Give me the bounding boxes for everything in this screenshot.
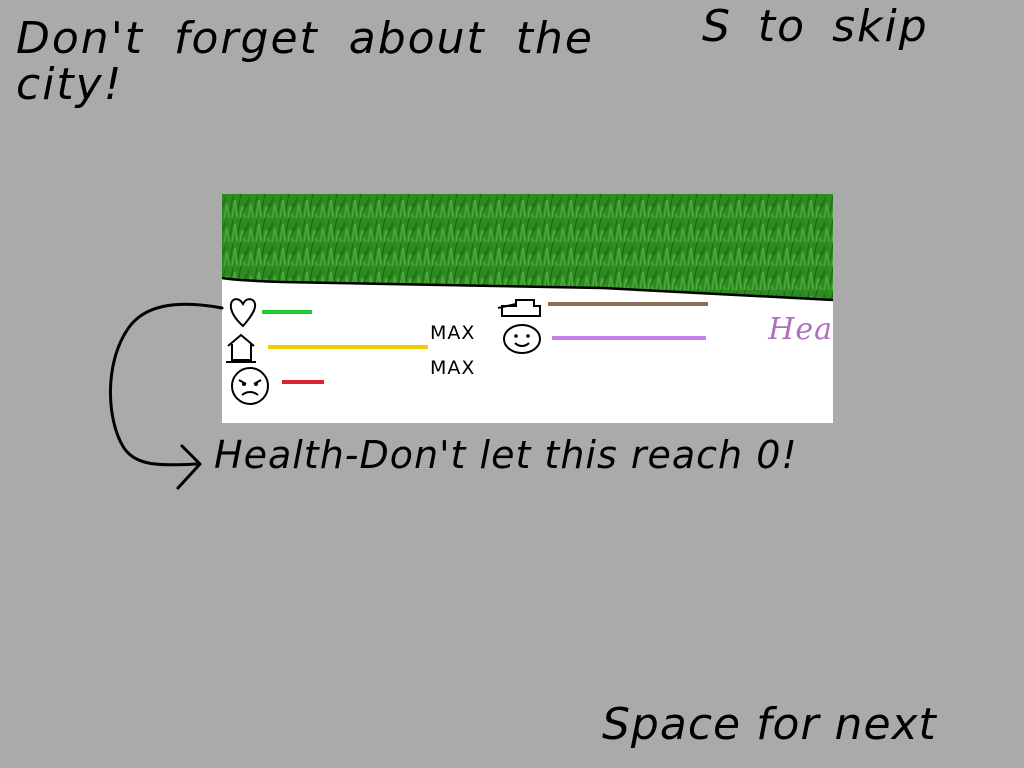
skip-hint: S to skip bbox=[702, 1, 929, 52]
next-hint: Space for next bbox=[602, 699, 937, 750]
game-preview-panel: MAX MAX Hea bbox=[222, 194, 833, 423]
max-label-2: MAX bbox=[430, 357, 476, 379]
max-label-1: MAX bbox=[430, 322, 476, 344]
health-caption: Health-Don't let this reach 0! bbox=[214, 433, 798, 477]
tutorial-tip-text: Don't forget about the city! bbox=[16, 13, 594, 111]
city-bar bbox=[268, 345, 428, 349]
enemy-bar bbox=[282, 380, 324, 384]
smiley-face-icon bbox=[503, 324, 541, 354]
grass-terrain bbox=[222, 194, 833, 302]
scribble-text: Hea bbox=[768, 312, 833, 347]
ally-bar bbox=[552, 336, 706, 340]
tank-icon bbox=[497, 299, 541, 317]
tank-bar bbox=[548, 302, 708, 306]
health-bar bbox=[262, 310, 312, 314]
enemy-face-icon bbox=[231, 367, 269, 405]
house-icon bbox=[226, 333, 256, 363]
heart-icon bbox=[229, 298, 257, 328]
